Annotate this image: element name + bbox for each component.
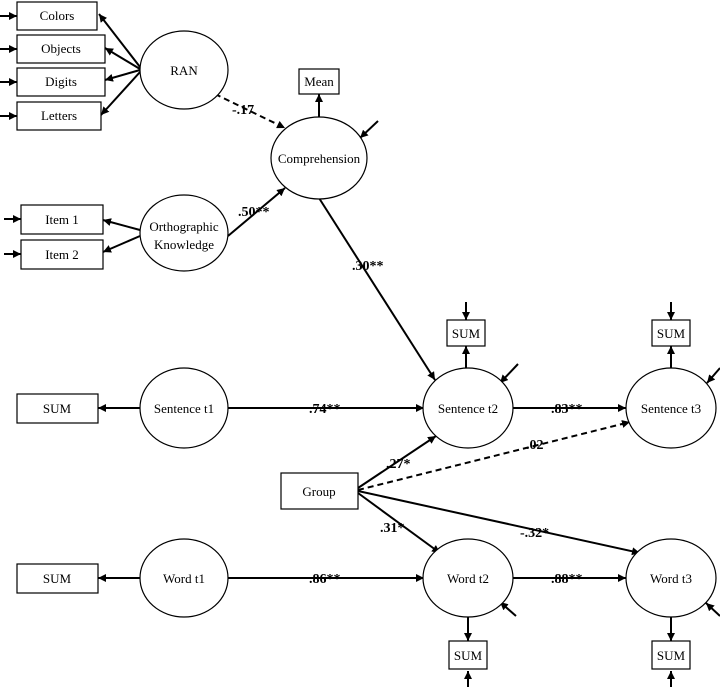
latent-word-t1-label: Word t1 [163, 571, 205, 586]
latent-sentence-t1: Sentence t1 [139, 367, 229, 449]
latent-sentence-t3: Sentence t3 [625, 367, 717, 449]
indicator-item-1: Item 1 [20, 204, 104, 235]
sum-label: SUM [454, 648, 483, 663]
residual-comprehension [359, 120, 379, 139]
latent-word-t2: Word t2 [422, 538, 514, 618]
latent-orthographic-label-2: Knowledge [154, 237, 214, 252]
latent-ran: RAN [139, 30, 229, 110]
latent-orthographic-label-1: Orthographic [149, 219, 219, 234]
coef-group-sentence-t2: .27* [386, 457, 411, 472]
sum-label: SUM [43, 571, 72, 586]
sum-label: SUM [452, 326, 481, 341]
latent-sentence-t1-label: Sentence t1 [154, 401, 214, 416]
sum-box-sentence-t3: SUM [651, 319, 691, 347]
coef-sentence-t2-t3: .83** [551, 402, 583, 417]
indicator-letters: Letters [16, 101, 102, 131]
latent-ran-label: RAN [170, 63, 198, 78]
arrow-ran-colors [98, 13, 141, 68]
group-label: Group [302, 484, 335, 499]
latent-sentence-t2: Sentence t2 [422, 367, 514, 449]
latent-comprehension: Comprehension [270, 116, 368, 200]
paths [0, 12, 720, 687]
latent-variables: RAN Orthographic Knowledge Comprehension… [139, 30, 717, 618]
sum-box-sentence-t1: SUM [16, 393, 99, 424]
sum-label: SUM [657, 648, 686, 663]
coef-word-t1-t2: .86** [309, 572, 341, 587]
latent-sentence-t3-label: Sentence t3 [641, 401, 701, 416]
coef-sentence-t1-t2: .74** [309, 402, 341, 417]
arrow-ran-comprehension [214, 93, 286, 129]
indicator-objects: Objects [16, 34, 106, 64]
sum-label: SUM [43, 401, 72, 416]
indicator-item-2-label: Item 2 [45, 247, 79, 262]
latent-sentence-t2-label: Sentence t2 [438, 401, 498, 416]
arrow-ran-digits [104, 69, 141, 82]
path-coefficients: -.17 .50** .30** .74** .83** .27* .02 .3… [232, 103, 583, 587]
arrow-group-word-t2 [357, 492, 441, 554]
indicator-letters-label: Letters [41, 108, 77, 123]
indicator-mean-label: Mean [304, 74, 334, 89]
sum-label: SUM [657, 326, 686, 341]
latent-orthographic-knowledge: Orthographic Knowledge [139, 194, 229, 272]
arrow-ran-objects [104, 47, 141, 70]
sum-box-sentence-t2: SUM [446, 319, 486, 347]
residual-word-t3 [705, 602, 720, 617]
residual-sentence-t2 [499, 363, 519, 384]
latent-word-t1: Word t1 [139, 538, 229, 618]
indicator-digits-label: Digits [45, 74, 77, 89]
indicator-colors-label: Colors [40, 8, 75, 23]
indicator-digits: Digits [16, 67, 106, 97]
arrow-group-sentence-t2 [357, 435, 437, 489]
arrow-ortho-comprehension [227, 187, 286, 237]
sum-box-word-t3: SUM [651, 640, 691, 670]
latent-word-t2-label: Word t2 [447, 571, 489, 586]
arrow-ortho-item1 [102, 218, 141, 231]
coef-comprehension-sentence-t2: .30** [352, 259, 384, 274]
arrow-group-word-t3 [357, 490, 641, 556]
indicator-mean: Mean [298, 68, 340, 95]
latent-word-t3: Word t3 [625, 538, 717, 618]
group-box: Group [280, 472, 359, 510]
coef-ran-comprehension: -.17 [232, 103, 254, 118]
coef-ortho-comprehension: .50** [238, 205, 270, 220]
indicator-item-1-label: Item 1 [45, 212, 79, 227]
coef-word-t2-t3: .88** [551, 572, 583, 587]
arrow-group-sentence-t3 [357, 420, 631, 491]
residual-word-t2 [499, 601, 517, 617]
indicator-item-2: Item 2 [20, 239, 104, 270]
coef-group-sentence-t3: .02 [526, 438, 544, 453]
sum-box-word-t1: SUM [16, 563, 99, 594]
arrow-ortho-item2 [102, 235, 141, 253]
latent-comprehension-label: Comprehension [278, 151, 361, 166]
latent-word-t3-label: Word t3 [650, 571, 692, 586]
indicator-colors: Colors [16, 1, 98, 31]
indicator-objects-label: Objects [41, 41, 81, 56]
coef-group-word-t3: -.32* [520, 526, 549, 541]
residual-sentence-t3 [706, 367, 720, 384]
sum-box-word-t2: SUM [448, 640, 488, 670]
indicator-boxes: Colors Objects Digits Letters Item 1 Ite… [16, 1, 691, 670]
coef-group-word-t2: .31* [380, 521, 405, 536]
arrow-ran-letters [100, 71, 141, 116]
arrow-comprehension-sentence-t2 [318, 197, 436, 381]
